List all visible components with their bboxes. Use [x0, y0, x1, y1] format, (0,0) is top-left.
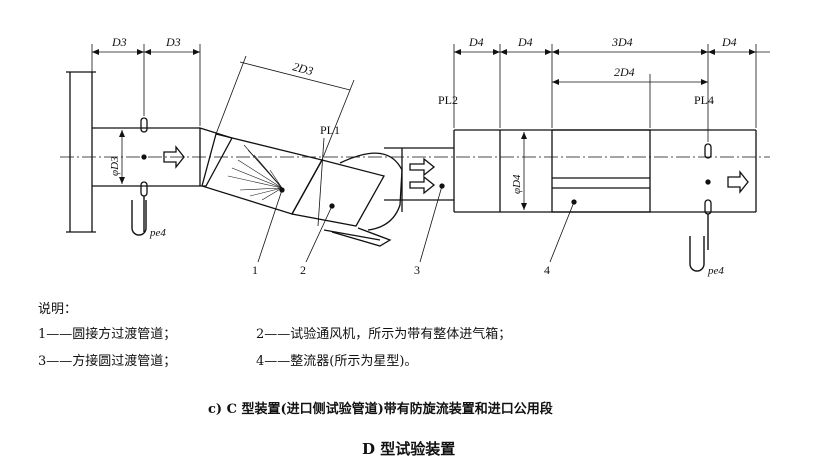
dim-phi-d3: φD3: [109, 156, 121, 176]
legend-item-4: 4——整流器(所示为星型)。: [256, 354, 418, 369]
part-number-3: 3: [414, 263, 420, 277]
manometer-left: [131, 196, 147, 236]
test-duct: [453, 129, 757, 215]
plane-pl4: PL4: [694, 93, 714, 107]
dim-2d4: 2D4: [614, 65, 635, 79]
part-number-4: 4: [544, 263, 550, 277]
wall-flange: [66, 71, 96, 233]
part-number-2: 2: [300, 263, 306, 277]
dimension-arrows: [92, 49, 756, 85]
legend-item-1: 1——圆接方过渡管道；: [38, 327, 177, 342]
dim-d4-b: D4: [517, 35, 533, 49]
plane-markers: [317, 137, 325, 227]
figure-caption: c) C 型装置(进口侧试验管道)带有防旋流装置和进口公用段: [208, 402, 553, 417]
dim-3d4: 3D4: [611, 35, 633, 49]
legend-item-3: 3——方接圆过渡管道；: [38, 354, 177, 369]
legend-title: 说明：: [38, 302, 78, 317]
dim-d4-a: D4: [468, 35, 484, 49]
dim-phi-d4: φD4: [511, 174, 523, 194]
dim-d3-b: D3: [165, 35, 181, 49]
plane-pl1: PL1: [320, 123, 340, 137]
plane-pl2: PL2: [438, 93, 458, 107]
dim-d4-c: D4: [721, 35, 737, 49]
legend-item-2: 2——试验通风机，所示为带有整体进气箱；: [256, 327, 512, 342]
dim-2d3: 2D3: [291, 59, 315, 78]
dimension-lines: [91, 44, 770, 161]
transition-duct-3: [384, 147, 454, 212]
part-number-1: 1: [252, 263, 258, 277]
leader-lines: [257, 185, 575, 263]
pressure-left: pe4: [149, 227, 166, 239]
pressure-right: pe4: [707, 265, 724, 277]
manometer-right: [689, 214, 709, 272]
figure-title: D 型试验装置: [362, 440, 456, 458]
dim-d3-a: D3: [111, 35, 127, 49]
transition-duct-1: [199, 127, 323, 215]
test-setup-diagram: D3 D3 D4 D4 3D4 D4 2D4 2D3 φD3 φD4 PL1 P…: [60, 35, 770, 277]
